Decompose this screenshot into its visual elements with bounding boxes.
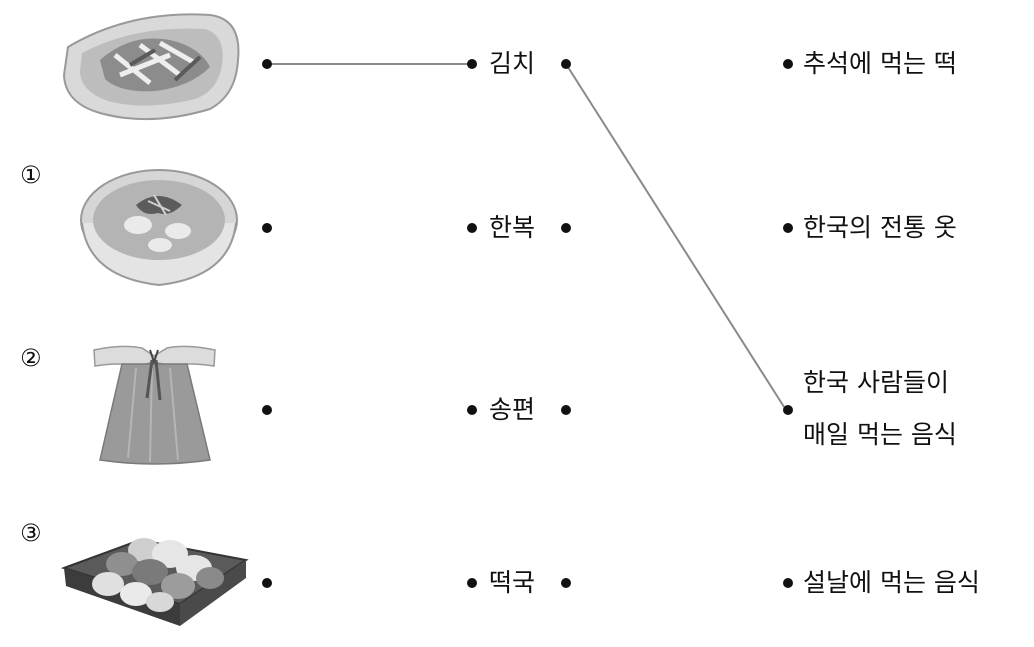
image-dot-1[interactable] — [262, 59, 272, 69]
item-marker-1: ① — [20, 161, 42, 189]
description-dot-4[interactable] — [783, 578, 793, 588]
image-dot-3[interactable] — [262, 405, 272, 415]
description-dot-1[interactable] — [783, 59, 793, 69]
item-marker-2: ② — [20, 344, 42, 372]
description-4: 설날에 먹는 음식 — [803, 568, 980, 597]
image-dot-4[interactable] — [262, 578, 272, 588]
songpyeon-tray-image — [60, 538, 249, 626]
word-1: 김치 — [489, 49, 536, 78]
connection-word1-desc3 — [565, 63, 787, 411]
tteokguk-bowl-image — [80, 169, 238, 287]
word-3: 송편 — [489, 395, 536, 424]
description-dot-3[interactable] — [783, 405, 793, 415]
description-3-line-1: 한국 사람들이 — [803, 368, 949, 397]
word-left-dot-4[interactable] — [467, 578, 477, 588]
hanbok-image — [93, 345, 216, 465]
item-marker-3: ③ — [20, 519, 42, 547]
kimchi-dish-image — [62, 13, 240, 121]
word-left-dot-3[interactable] — [467, 405, 477, 415]
word-4: 떡국 — [489, 568, 536, 597]
word-right-dot-2[interactable] — [561, 223, 571, 233]
word-right-dot-3[interactable] — [561, 405, 571, 415]
description-3-line-2: 매일 먹는 음식 — [803, 420, 957, 449]
word-left-dot-2[interactable] — [467, 223, 477, 233]
description-2: 한국의 전통 옷 — [803, 213, 957, 242]
word-2: 한복 — [489, 213, 536, 242]
image-dot-2[interactable] — [262, 223, 272, 233]
description-1: 추석에 먹는 떡 — [803, 49, 957, 78]
word-right-dot-4[interactable] — [561, 578, 571, 588]
word-right-dot-1[interactable] — [561, 59, 571, 69]
description-dot-2[interactable] — [783, 223, 793, 233]
word-left-dot-1[interactable] — [467, 59, 477, 69]
